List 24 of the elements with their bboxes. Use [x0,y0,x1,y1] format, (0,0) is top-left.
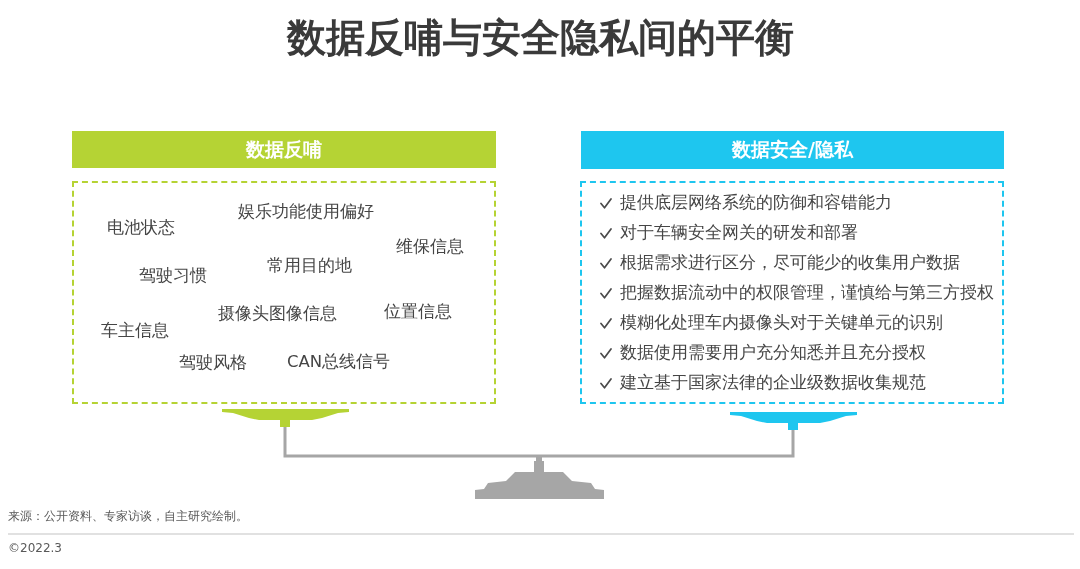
bullet-text: 数据使用需要用户充分知悉并且充分授权 [620,343,926,363]
bullet-text: 根据需求进行区分，尽可能少的收集用户数据 [620,253,960,273]
data-type-label: 摄像头图像信息 [218,304,337,324]
header-bar: 数据反哺 [72,131,496,168]
data-type-label: 驾驶习惯 [139,266,207,286]
bullet-text: 把握数据流动中的权限管理，谨慎给与第三方授权 [620,283,994,303]
source-note: 来源：公开资料、专家访谈，自主研究绘制。 [8,509,248,524]
data-type-label: 位置信息 [384,302,452,322]
data-type-label: 常用目的地 [267,256,352,276]
dashed-panel [72,181,496,404]
data-type-label: 维保信息 [396,237,464,257]
dashed-panel [580,181,1004,404]
data-type-label: 车主信息 [101,321,169,341]
bullet-text: 提供底层网络系统的防御和容错能力 [620,193,892,213]
bullet-text: 建立基于国家法律的企业级数据收集规范 [620,373,926,393]
bullet-text: 模糊化处理车内摄像头对于关键单元的识别 [620,313,943,333]
data-type-label: CAN总线信号 [287,352,391,372]
header-bar: 数据安全/隐私 [581,131,1004,169]
title: 数据反哺与安全隐私间的平衡 [285,15,795,61]
data-type-label: 驾驶风格 [179,353,247,373]
data-type-label: 电池状态 [107,218,175,238]
bullet-text: 对于车辆安全网关的研发和部署 [620,223,858,243]
data-type-label: 娱乐功能使用偏好 [238,202,374,222]
copyright-note: ©2022.3 [8,541,62,556]
